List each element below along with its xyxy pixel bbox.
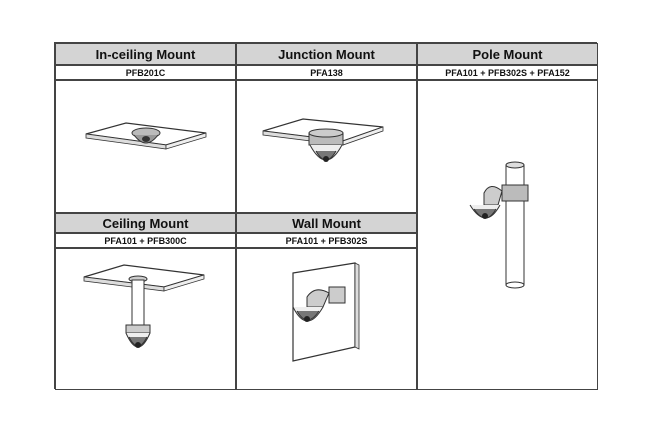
model-ceiling-mount: PFA101 + PFB300C: [55, 233, 236, 248]
model-junction-mount: PFA138: [236, 65, 417, 80]
header-wall-mount: Wall Mount: [236, 213, 417, 233]
in-ceiling-mount-illustration: [55, 80, 236, 213]
pole-mount-illustration: [417, 80, 598, 390]
mount-options-table: In-ceiling Mount Junction Mount Pole Mou…: [54, 42, 598, 390]
model-pole-mount: PFA101 + PFB302S + PFA152: [417, 65, 598, 80]
junction-mount-illustration: [236, 80, 417, 213]
header-pole-mount: Pole Mount: [417, 43, 598, 65]
header-in-ceiling-mount: In-ceiling Mount: [55, 43, 236, 65]
ceiling-mount-illustration: [55, 248, 236, 390]
header-junction-mount: Junction Mount: [236, 43, 417, 65]
header-ceiling-mount: Ceiling Mount: [55, 213, 236, 233]
model-in-ceiling-mount: PFB201C: [55, 65, 236, 80]
model-wall-mount: PFA101 + PFB302S: [236, 233, 417, 248]
wall-mount-illustration: [236, 248, 417, 390]
